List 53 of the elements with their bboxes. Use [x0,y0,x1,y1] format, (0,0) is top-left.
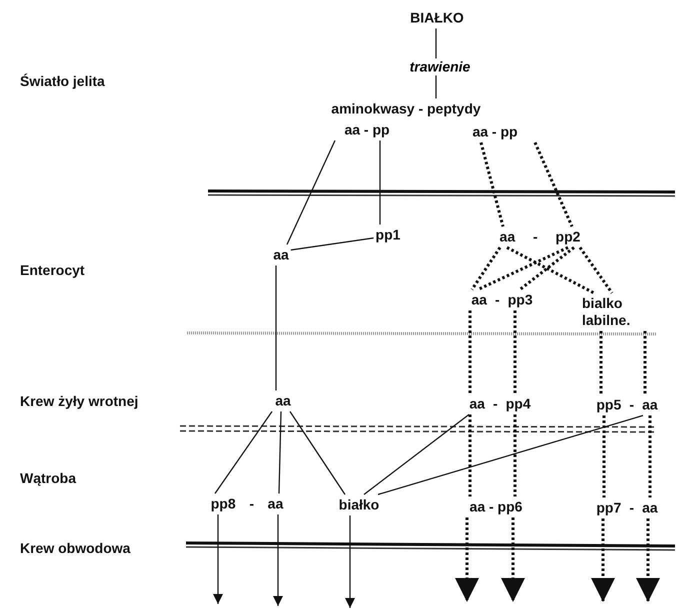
connector-line [477,246,569,291]
connector-line [648,416,652,498]
arrow [345,516,355,608]
term-label: aa - pp4 [469,396,531,412]
edge-label: trawienie [408,58,472,76]
connector-line [602,416,606,498]
connector-line [275,266,277,390]
arrow [213,514,223,604]
connector-line [514,414,516,496]
connector-line [286,140,336,245]
term-label: pp8 - aa [210,496,284,512]
connector-line [519,246,575,291]
connector-line [470,246,502,290]
connector-line [364,414,470,495]
connector-line [278,411,282,494]
heading-term: BIAŁKO [410,10,464,26]
term-label: bialko labilne. [582,295,642,329]
connector-line [379,140,381,224]
connector-line [468,310,472,394]
region-label: Krew obwodowa [20,540,130,557]
connector-line [506,246,595,294]
connector-line [468,414,472,496]
term-label: białko [338,496,380,514]
term-label: aa - pp [472,124,518,140]
connector-line [214,411,272,494]
term-label: aa [273,246,289,264]
term-label: aminokwasy - peptydy [331,100,481,118]
term-label: aa [275,392,291,410]
term-label: pp7 - aa [596,500,658,516]
arrow [273,514,283,606]
region-label: Światło jelita [20,73,105,90]
arrow [501,518,525,602]
connector-line [644,331,646,394]
connector-line [600,331,602,394]
connector-line [578,246,614,294]
term-label: pp1 [376,226,400,244]
arrow [591,518,615,602]
connector-line [534,142,574,228]
connector-line [480,142,504,227]
arrow [636,518,660,602]
term-label: aa - pp [344,122,390,138]
region-label: Wątroba [20,470,76,487]
term-label: aa - pp3 [471,292,533,308]
term-label: aa - pp2 [500,228,580,246]
region-label: Enterocyt [20,262,85,279]
region-label: Krew żyły wrotnej [20,393,138,410]
connector-line [378,414,644,496]
arrow [455,518,479,602]
connector-line [290,237,374,251]
term-label: aa - pp6 [470,498,522,516]
connector-line [514,310,516,394]
term-label: pp5 - aa [596,396,658,414]
connector-line [290,411,346,495]
